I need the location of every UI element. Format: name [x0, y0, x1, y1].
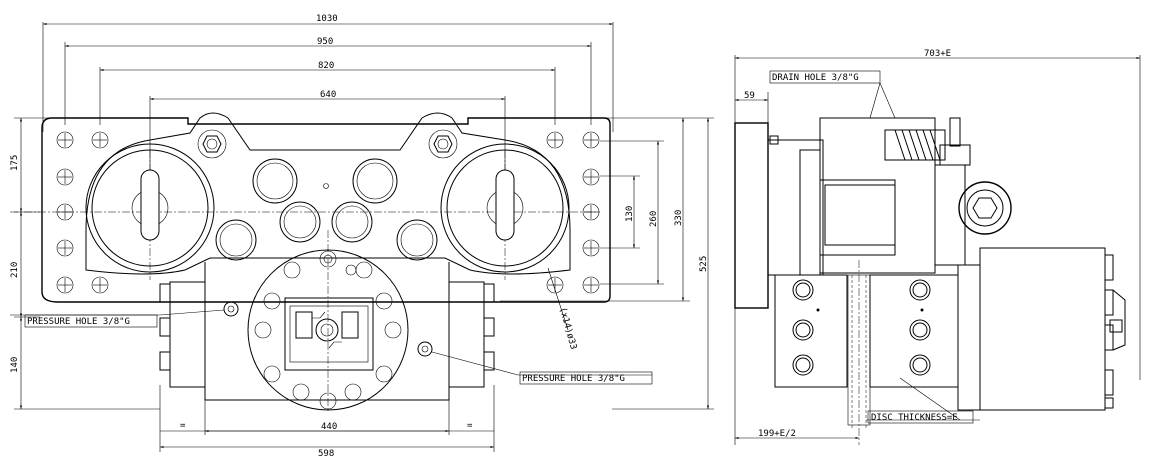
bottom-dimensions: 440 598 = = [159, 385, 495, 459]
hex-nut-left [197, 129, 227, 159]
lower-block-left [774, 274, 848, 388]
disc-thickness-label: DISC THICKNESS=E [871, 413, 958, 423]
dim-598: 598 [318, 449, 334, 459]
dim-950: 950 [317, 37, 333, 47]
dim-equal-right: = [467, 421, 473, 431]
plugs [215, 158, 438, 261]
disc-thickness-label-box [867, 410, 974, 424]
dim-260: 260 [649, 211, 659, 227]
front-view: 1030 950 820 640 175 210 140 [10, 14, 714, 459]
dim-overall: 703+E [924, 49, 951, 59]
pressure-hole-label-box-left [24, 314, 158, 328]
eye-bolt [958, 181, 1012, 235]
left-dimensions: 175 210 140 [10, 117, 160, 410]
lower-block-right [869, 274, 959, 388]
spring [884, 117, 971, 166]
lower-body [204, 262, 450, 401]
actuator-housing [979, 247, 1106, 411]
center-flange [247, 249, 409, 411]
drain-hole-label: DRAIN HOLE 3/8"G [772, 73, 859, 83]
side-mounting-plate [734, 122, 769, 309]
dim-440: 440 [321, 422, 337, 432]
bolt-holes [56, 131, 600, 294]
dim-140: 140 [10, 357, 20, 373]
side-caliper-body [819, 117, 936, 274]
right-dimensions: 130 260 330 525 [500, 117, 714, 410]
dim-1030: 1030 [316, 14, 338, 24]
side-view: 703+E 59 DRAIN HOLE 3/8"G [734, 49, 1141, 445]
piston-right [440, 143, 570, 273]
dim-offset: 199+E/2 [758, 429, 796, 439]
dim-210: 210 [10, 262, 20, 278]
dim-130: 130 [625, 206, 635, 222]
dim-equal-left: = [180, 421, 186, 431]
bolt-holes-label: (x14)ø33 [557, 306, 578, 350]
dim-175: 175 [10, 155, 20, 171]
piston-left [85, 143, 215, 273]
pressure-hole-label-right: PRESSURE HOLE 3/8"G [522, 374, 625, 384]
side-block-right [448, 281, 485, 388]
dim-525: 525 [699, 256, 709, 272]
side-block-left [169, 281, 206, 388]
dim-330: 330 [674, 210, 684, 226]
dim-640: 640 [320, 90, 336, 100]
caliper-body [85, 112, 571, 275]
dim-59: 59 [744, 91, 755, 101]
hex-nut-right [428, 129, 458, 159]
top-dimensions: 1030 950 820 640 [42, 14, 614, 205]
drain-hole-label-box [769, 70, 881, 84]
pressure-hole-label-box-right [519, 371, 653, 385]
pressure-hole-label-left: PRESSURE HOLE 3/8"G [27, 317, 130, 327]
dim-820: 820 [318, 61, 334, 71]
mounting-plate [41, 117, 611, 303]
